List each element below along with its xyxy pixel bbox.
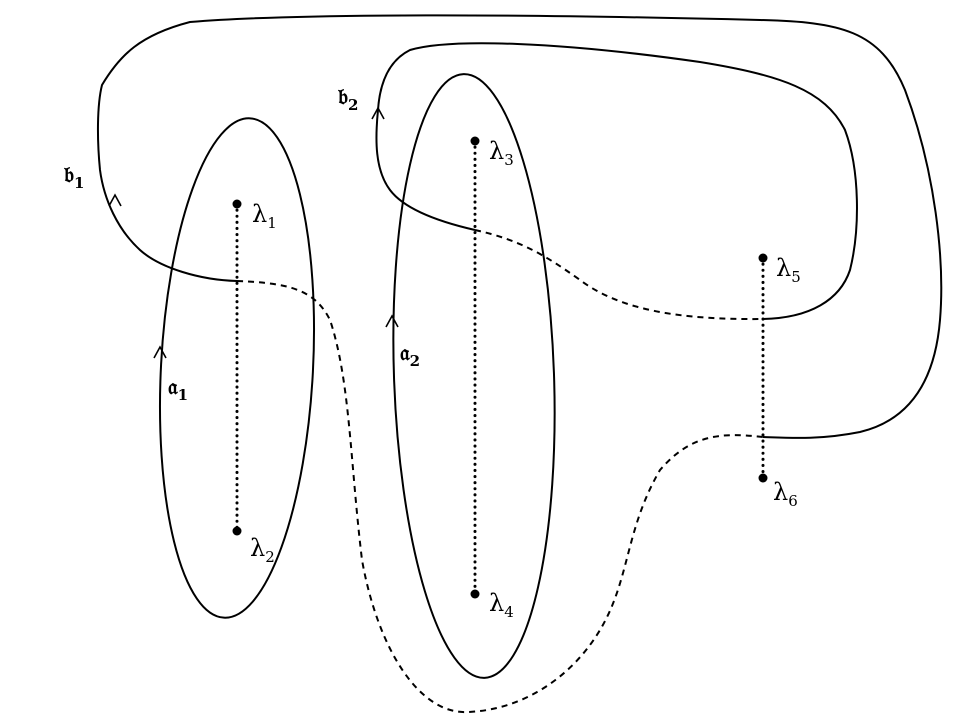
branch-point-4 (470, 589, 480, 599)
cycle-a2-curve (392, 73, 556, 679)
branch-point-1 (232, 199, 242, 209)
label-lambda-2: λ2 (250, 534, 275, 566)
cycle-b2-curve-dashed (474, 229, 764, 321)
cycle-b1-curve-dashed (236, 280, 764, 714)
label-lambda-6: λ6 (773, 478, 798, 510)
label-cycle-a1: 𝔞1 (168, 374, 188, 404)
branch-point-6 (758, 473, 768, 483)
cycle-a1-arrow-icon (153, 345, 167, 359)
branch-point-3 (470, 136, 480, 146)
branch-point-5 (758, 253, 768, 263)
label-lambda-5: λ5 (776, 254, 801, 286)
label-cycle-a2: 𝔞2 (400, 340, 420, 370)
cycle-b1-arrow-icon (108, 193, 122, 207)
label-lambda-1: λ1 (252, 200, 277, 232)
cycle-b2-arrow-icon (371, 106, 385, 120)
cycle-b1-curve-solid (96, 14, 943, 439)
label-lambda-3: λ3 (489, 137, 514, 169)
label-lambda-4: λ4 (489, 589, 514, 621)
label-cycle-b1: 𝔟1 (63, 162, 84, 192)
cycle-a2-arrow-icon (385, 314, 399, 328)
label-cycle-b2: 𝔟2 (337, 84, 358, 114)
cycle-b2-curve-solid (375, 42, 858, 320)
cycle-a1-curve (158, 117, 316, 619)
branch-point-2 (232, 526, 242, 536)
